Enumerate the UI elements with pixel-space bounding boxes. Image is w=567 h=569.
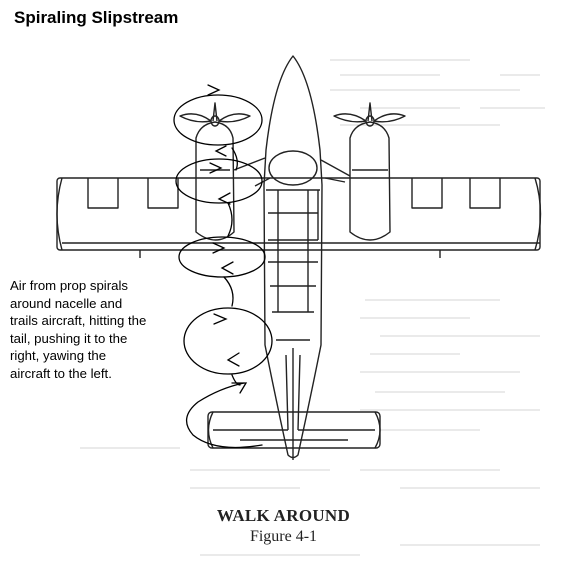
note-line-4: tail, pushing it to the <box>10 330 128 346</box>
spiral-connectors <box>223 147 241 386</box>
left-propeller <box>179 102 251 127</box>
right-propeller <box>333 102 406 127</box>
spiral-loop-2 <box>175 158 263 205</box>
background-scan-lines <box>80 59 545 556</box>
note-line-2: around nacelle and <box>10 295 123 311</box>
spiral-tail-curve <box>186 382 263 449</box>
caption-title: WALK AROUND <box>216 506 351 525</box>
diagram-title: Spiraling Slipstream <box>14 8 179 27</box>
slipstream-spirals <box>173 84 273 449</box>
right-engine-nacelle <box>349 121 391 241</box>
slipstream-explanation: Air from prop spirals around nacelle and… <box>10 277 180 382</box>
fuselage <box>233 55 351 460</box>
note-line-3: trails aircraft, hitting the <box>10 313 147 328</box>
note-line-1: Air from prop spirals <box>10 278 128 293</box>
horizontal-stabilizer <box>207 411 381 449</box>
note-line-5: right, yawing the <box>10 348 107 363</box>
spiral-loop-1 <box>173 84 263 157</box>
wing <box>56 177 542 258</box>
left-engine-nacelle <box>195 121 235 241</box>
note-line-6: aircraft to the left. <box>10 365 112 381</box>
spiral-loop-3 <box>178 236 266 278</box>
spiral-loop-4 <box>183 307 273 375</box>
caption-subtitle: Figure 4-1 <box>249 528 318 545</box>
